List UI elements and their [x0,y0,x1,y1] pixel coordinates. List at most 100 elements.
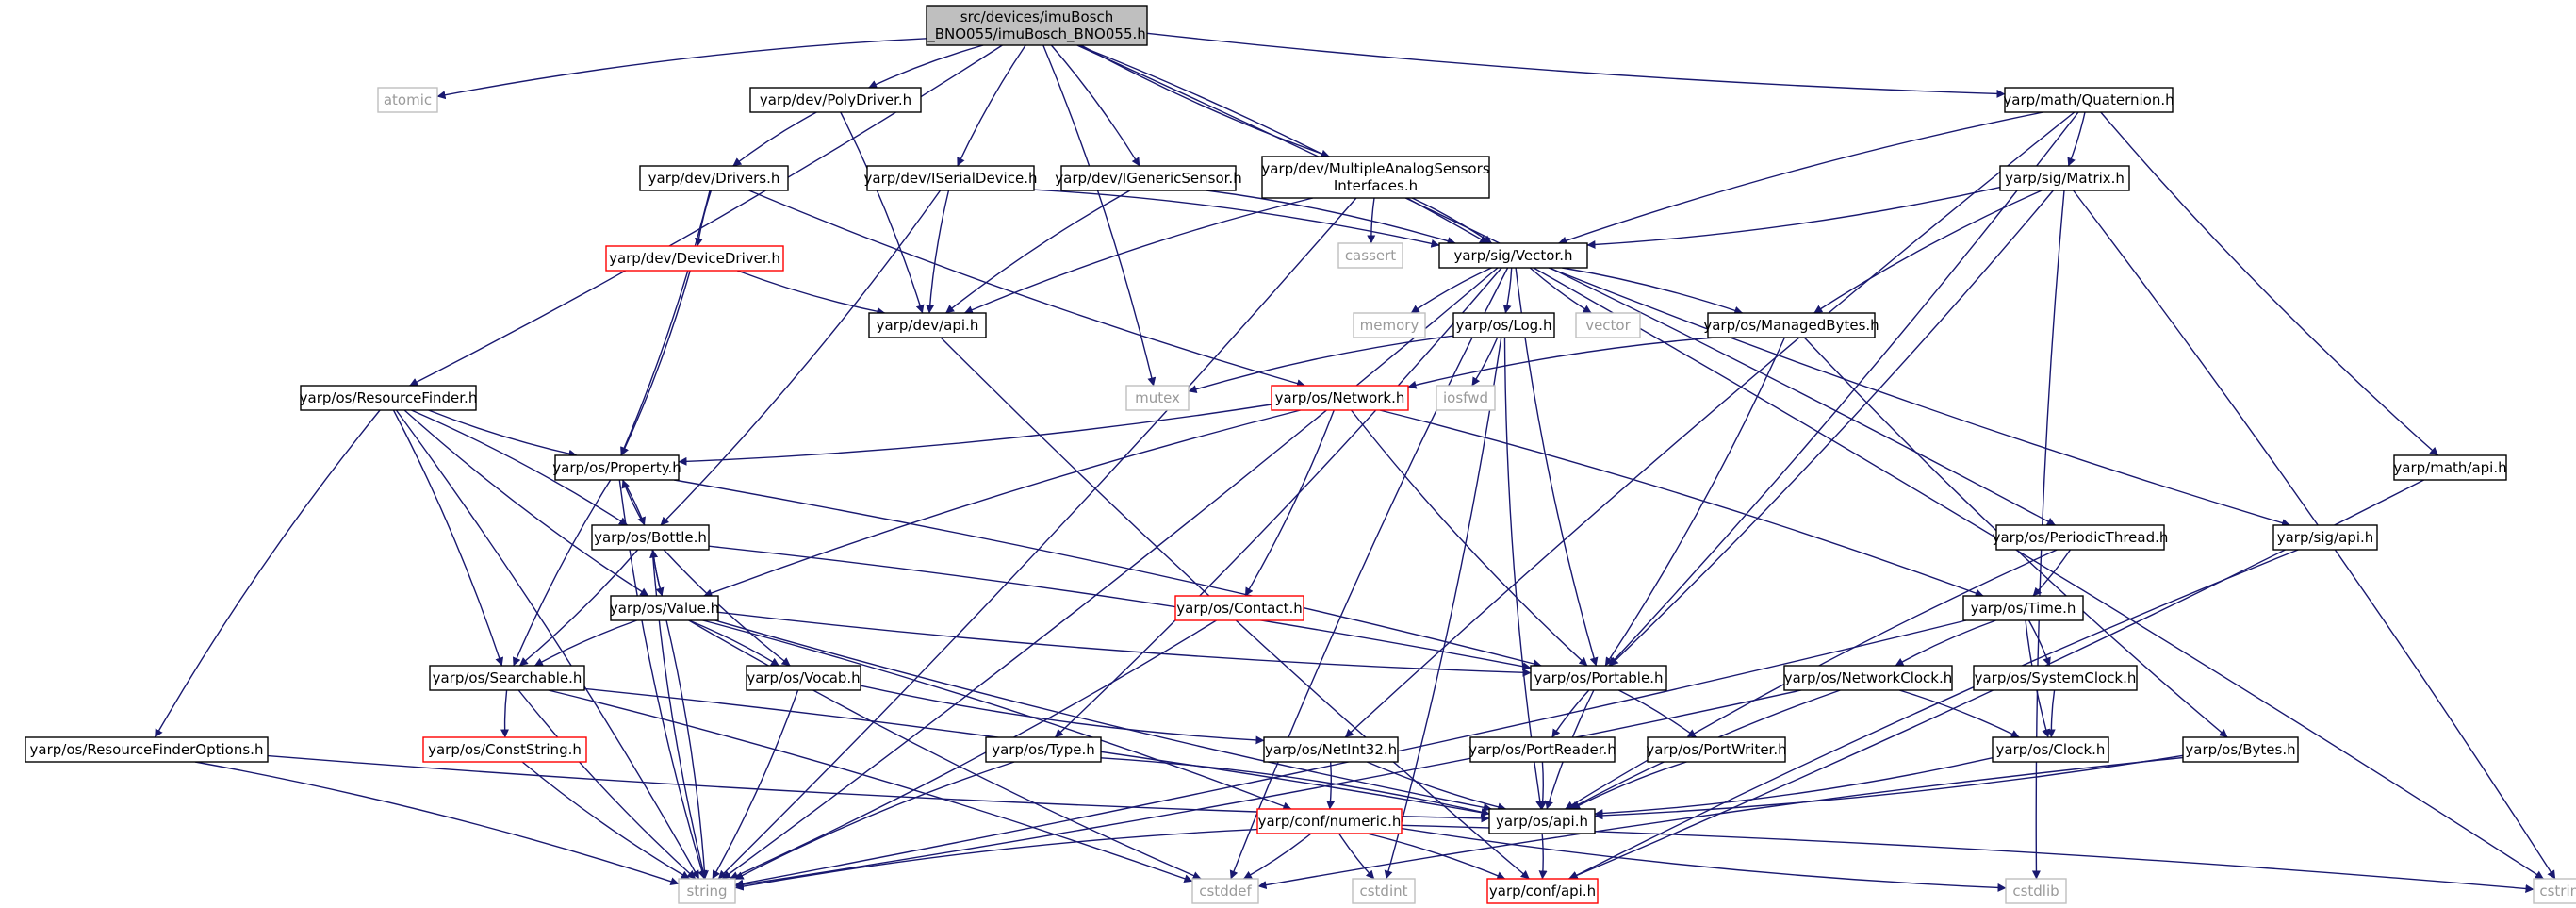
node-label-multianalog-line-2: Interfaces.h [1334,177,1418,194]
edge-confnumeric-to-confapi [1367,833,1506,880]
edge-resfinder-to-property [428,409,578,458]
node-cstring: cstring [2533,878,2576,904]
node-mathapi[interactable]: yarp/math/api.h [2393,454,2507,481]
node-box-network [1271,385,1409,411]
node-label-sigmatrix: yarp/sig/Matrix.h [2005,170,2125,187]
node-label-confapi: yarp/conf/api.h [1489,883,1596,900]
node-label-devicedriver: yarp/dev/DeviceDriver.h [609,250,780,267]
edge-root-to-polydriver [868,44,984,89]
node-iserial[interactable]: yarp/dev/ISerialDevice.h [864,165,1038,191]
node-label-property: yarp/os/Property.h [552,459,681,476]
node-confnumeric[interactable]: yarp/conf/numeric.h [1256,808,1403,834]
node-label-netint32: yarp/os/NetInt32.h [1265,741,1397,758]
edge-sigvector-to-sigapi [1548,267,2290,527]
node-devicedriver[interactable]: yarp/dev/DeviceDriver.h [605,245,784,272]
edge-contact-to-string [730,619,1217,880]
edge-network-to-time [1379,409,1984,598]
node-conststring[interactable]: yarp/os/ConstString.h [422,736,587,763]
node-devapi[interactable]: yarp/dev/api.h [868,312,987,338]
node-vocab[interactable]: yarp/os/Vocab.h [746,665,861,691]
node-box-multianalog [1261,156,1490,199]
node-root[interactable]: src/devices/imuBosch_BNO055/imuBosch_BNO… [926,5,1148,46]
edge-sigvector-to-string [722,267,1499,880]
node-label-igeneric: yarp/dev/IGenericSensor.h [1055,170,1241,187]
edge-managedbytes-to-portable [1604,337,1786,667]
node-osbytes[interactable]: yarp/os/Bytes.h [2182,736,2299,763]
node-managedbytes[interactable]: yarp/os/ManagedBytes.h [1703,312,1879,338]
node-box-quaternion [2004,87,2174,113]
node-osclock[interactable]: yarp/os/Clock.h [1992,736,2109,763]
edge-multianalog-to-sigvector [1411,197,1492,244]
node-igeneric[interactable]: yarp/dev/IGenericSensor.h [1055,165,1242,191]
edge-time-to-sysclock [2027,619,2051,667]
edge-oslog-to-cstdint [1384,337,1502,880]
node-netclock[interactable]: yarp/os/NetworkClock.h [1783,665,1953,691]
node-time[interactable]: yarp/os/Time.h [1962,595,2084,621]
edge-confnumeric-to-cstddef [1243,833,1312,880]
edge-iserial-to-devapi [926,190,950,314]
node-label-contact: yarp/os/Contact.h [1176,600,1303,617]
node-resfinder[interactable]: yarp/os/ResourceFinder.h [300,385,478,411]
node-polydriver[interactable]: yarp/dev/PolyDriver.h [749,87,922,113]
node-sigmatrix[interactable]: yarp/sig/Matrix.h [1999,165,2130,191]
node-cstdlib: cstdlib [2005,878,2067,904]
node-portreader[interactable]: yarp/os/PortReader.h [1468,736,1616,763]
node-contact[interactable]: yarp/os/Contact.h [1174,595,1304,621]
edge-osbytes-to-cstddef [1257,756,2184,890]
node-resfinderopts[interactable]: yarp/os/ResourceFinderOptions.h [25,736,269,763]
node-quaternion[interactable]: yarp/math/Quaternion.h [2003,87,2174,113]
node-netint32[interactable]: yarp/os/NetInt32.h [1263,736,1399,763]
edge-vocab-to-netint32 [860,685,1265,745]
edge-sigvector-to-managedbytes [1562,267,1744,315]
node-label-confnumeric: yarp/conf/numeric.h [1258,813,1402,830]
node-portwriter[interactable]: yarp/os/PortWriter.h [1646,736,1787,763]
node-label-sigapi: yarp/sig/api.h [2277,529,2374,546]
node-label-conststring: yarp/os/ConstString.h [428,741,582,758]
node-portable[interactable]: yarp/os/Portable.h [1530,665,1667,691]
edge-oslog-to-mutex [1188,335,1454,394]
node-ostype[interactable]: yarp/os/Type.h [985,736,1102,763]
node-label-periodic: yarp/os/PeriodicThread.h [1993,529,2169,546]
node-box-contact [1174,595,1304,621]
node-confapi[interactable]: yarp/conf/api.h [1486,878,1599,904]
node-box-searchable [429,665,585,691]
node-label-multianalog-line-1: yarp/dev/MultipleAnalogSensors [1261,160,1489,177]
node-periodic[interactable]: yarp/os/PeriodicThread.h [1993,524,2169,551]
edge-netclock-to-string [734,689,1802,889]
node-box-periodic [1995,524,2165,551]
node-label-devapi: yarp/dev/api.h [877,317,979,334]
node-box-conststring [422,736,587,763]
node-box-managedbytes [1707,312,1876,338]
edge-sigvector-to-cstddef [1229,267,1509,880]
node-drivers[interactable]: yarp/dev/Drivers.h [639,165,789,191]
node-bottle[interactable]: yarp/os/Bottle.h [591,524,710,551]
node-oslog[interactable]: yarp/os/Log.h [1452,312,1555,338]
node-box-cassert [1337,242,1403,269]
node-box-netclock [1783,665,1953,691]
edge-root-to-atomic [436,38,927,100]
edge-network-to-contact [1244,409,1335,597]
node-label-polydriver: yarp/dev/PolyDriver.h [760,91,911,108]
node-multianalog[interactable]: yarp/dev/MultipleAnalogSensorsInterfaces… [1261,156,1490,199]
node-searchable[interactable]: yarp/os/Searchable.h [429,665,585,691]
node-sysclock[interactable]: yarp/os/SystemClock.h [1973,665,2138,691]
node-sigvector[interactable]: yarp/sig/Vector.h [1438,242,1588,269]
node-label-root-line-2: _BNO055/imuBosch_BNO055.h [927,25,1146,43]
edge-sigvector-to-cstring [1533,267,2544,880]
node-box-netint32 [1263,736,1399,763]
edge-quaternion-to-portable [1608,111,2079,667]
node-property[interactable]: yarp/os/Property.h [552,454,681,481]
node-cstddef: cstddef [1191,878,1259,904]
node-label-osbytes: yarp/os/Bytes.h [2185,741,2295,758]
node-sigapi[interactable]: yarp/sig/api.h [2272,524,2378,551]
node-osapi[interactable]: yarp/os/api.h [1488,808,1596,834]
edge-igeneric-to-devapi [945,190,1131,314]
nodes-layer: src/devices/imuBosch_BNO055/imuBosch_BNO… [25,5,2576,904]
node-value[interactable]: yarp/os/Value.h [610,595,719,621]
node-label-osapi: yarp/os/api.h [1496,813,1588,830]
edge-netint32-to-confnumeric [1326,761,1336,810]
node-label-netclock: yarp/os/NetworkClock.h [1784,669,1953,686]
node-box-property [554,454,680,481]
node-label-atomic: atomic [384,91,432,108]
node-network[interactable]: yarp/os/Network.h [1271,385,1409,411]
